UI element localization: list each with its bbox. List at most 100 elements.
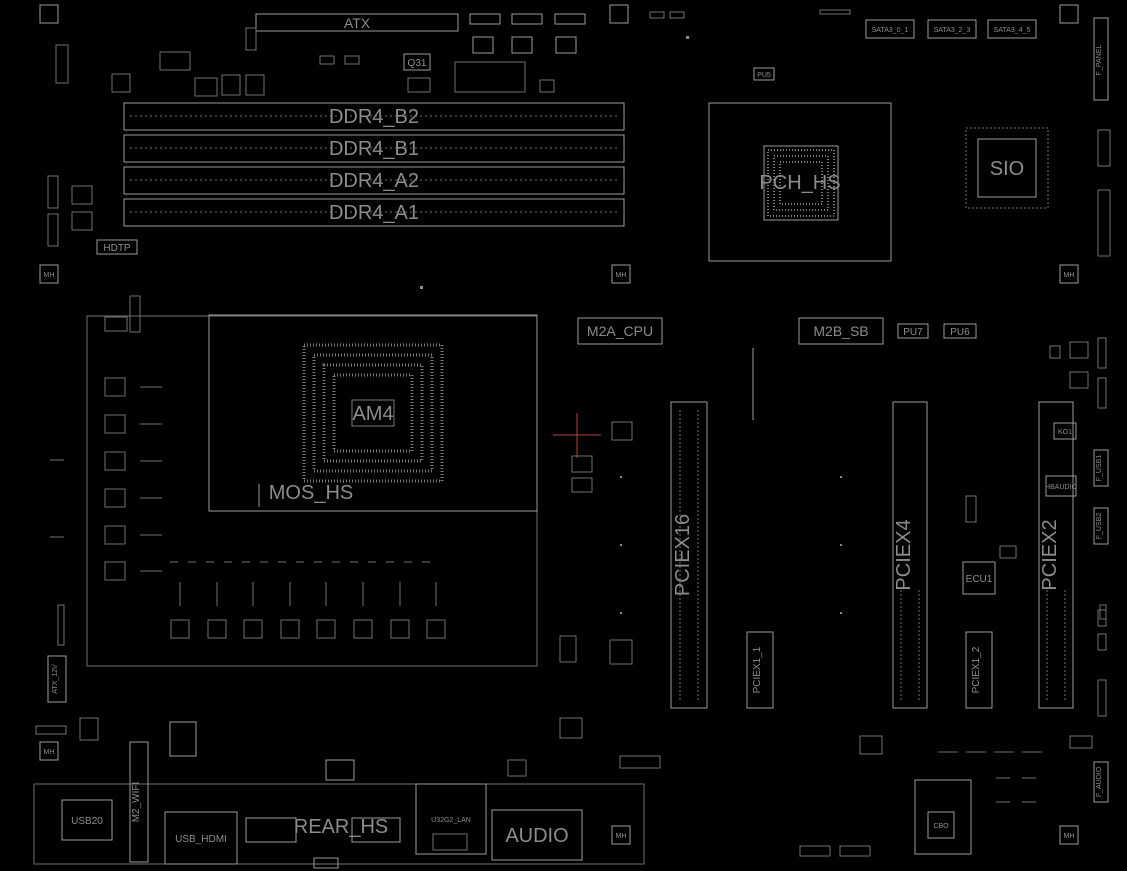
m2b-sb-slot[interactable]: [798, 317, 884, 345]
sata3-4-5-connector[interactable]: [987, 19, 1037, 39]
cbo-region: [914, 779, 972, 855]
mh-label-6: MH: [1064, 833, 1075, 840]
f-panel-connector[interactable]: [1093, 17, 1109, 101]
mounting-hole-mid: [611, 264, 631, 284]
pch-hs-label: PCH_HS: [759, 172, 840, 194]
mounting-hole-l1: [39, 264, 59, 284]
pu6-label: PU6: [950, 327, 970, 338]
usb20-port[interactable]: [61, 799, 113, 841]
vrm-inductors-bottom: [170, 561, 446, 639]
q31-component[interactable]: [403, 53, 431, 71]
m2-wifi-label: M2_WIFI: [131, 782, 142, 823]
pciex2-label: PCIEX2: [1039, 519, 1061, 590]
audio-jacks[interactable]: [491, 809, 583, 861]
audio-label: AUDIO: [505, 825, 568, 847]
usb20-label: USB20: [71, 816, 103, 827]
f-audio-label: F_AUDIO: [1096, 766, 1103, 797]
pciex16-slot[interactable]: [670, 401, 708, 709]
lan-jack: [432, 833, 468, 851]
hdtp-label: HDTP: [103, 243, 131, 254]
mos-heatsink[interactable]: [208, 314, 538, 512]
pu6-component[interactable]: [943, 323, 977, 339]
atx-12v-label: ATX_12V: [52, 664, 59, 694]
atx-connector[interactable]: [255, 13, 459, 32]
left-edge-parts: [35, 175, 141, 741]
mounting-hole-bl: [39, 741, 59, 761]
mosfet-top-1: [472, 36, 494, 54]
rear-port-dp[interactable]: [245, 817, 297, 843]
m2a-cpu-slot[interactable]: [577, 317, 663, 345]
f-audio-header[interactable]: [1093, 761, 1109, 803]
f-usb1-header[interactable]: [1093, 449, 1109, 487]
mounting-hole-top: [609, 4, 629, 24]
pciex4-label: PCIEX4: [893, 519, 915, 590]
ecu1-label: ECU1: [966, 574, 993, 585]
q31-label: Q31: [408, 58, 427, 69]
pu5-label: PU5: [757, 72, 771, 79]
ddr4-slot-a1[interactable]: [123, 198, 625, 227]
mosfet-top-3: [555, 36, 577, 54]
vrm-inductors-left: [104, 316, 162, 581]
sata3-0-1-connector[interactable]: [865, 19, 915, 39]
u32g2-lan-label: U32G2_LAN: [431, 817, 471, 824]
test-points: [420, 36, 842, 614]
pch-chip: [763, 145, 839, 221]
usb-hdmi-label: USB_HDMI: [175, 834, 227, 845]
atx-label: ATX: [344, 15, 371, 31]
ddr4-b1-label: DDR4_B1: [329, 138, 419, 160]
mh-label-1: MH: [44, 272, 55, 279]
cbo-chip[interactable]: [927, 811, 955, 839]
f-usb2-header[interactable]: [1093, 507, 1109, 545]
ko1-component[interactable]: [1053, 422, 1077, 440]
mh-label-4: MH: [44, 749, 55, 756]
hdtp-header[interactable]: [96, 239, 138, 255]
mos-hs-label: MOS_HS: [269, 482, 353, 504]
pu5-component[interactable]: [753, 67, 775, 81]
ddr4-b2-label: DDR4_B2: [329, 106, 419, 128]
m2b-sb-label: M2B_SB: [813, 323, 868, 339]
top-passives: [55, 9, 851, 97]
pciex1-2-label: PCIEX1_2: [971, 646, 982, 693]
mh-label-5: MH: [616, 833, 627, 840]
pch-heatsink[interactable]: [708, 102, 892, 262]
ddr4-a1-label: DDR4_A1: [329, 202, 419, 224]
m2a-cpu-label: M2A_CPU: [587, 323, 653, 339]
header-pins-1: [469, 13, 501, 25]
sio-label: SIO: [990, 158, 1024, 180]
atx-12v-connector[interactable]: [47, 655, 67, 703]
rear-hs-label: REAR_HS: [294, 816, 388, 838]
ecu1-chip[interactable]: [962, 561, 996, 595]
bottom-right-parts: [507, 421, 1107, 857]
cbo-label: CBO: [933, 823, 949, 830]
hbaudio-chip[interactable]: [1045, 475, 1077, 497]
sio-chip[interactable]: [977, 138, 1037, 198]
ddr4-slot-b2[interactable]: [123, 102, 625, 131]
f-usb2-label: F_USB2: [1096, 513, 1103, 540]
pciex4-slot[interactable]: [892, 401, 928, 709]
rear-edge-tab: [313, 857, 339, 869]
f-panel-label: F_PANEL: [1096, 45, 1103, 76]
pciex16-label: PCIEX16: [672, 514, 694, 596]
mh-label-2: MH: [616, 272, 627, 279]
sata3-2-3-label: SATA3_2_3: [934, 27, 971, 34]
hbaudio-label: HBAUDIO: [1045, 484, 1077, 491]
sata3-2-3-connector[interactable]: [927, 19, 977, 39]
usb-hdmi-port[interactable]: [164, 811, 238, 865]
pciex1-1-slot[interactable]: [746, 631, 774, 709]
am4-socket[interactable]: [302, 343, 444, 483]
ddr4-slot-b1[interactable]: [123, 134, 625, 163]
pu7-component[interactable]: [897, 323, 929, 339]
pciex1-2-slot[interactable]: [965, 631, 993, 709]
rear-port-vga[interactable]: [351, 817, 401, 843]
right-edge-headers: [1049, 129, 1111, 717]
u32g2-lan-port[interactable]: [415, 783, 487, 855]
mosfet-top-2: [511, 36, 533, 54]
ddr4-a2-label: DDR4_A2: [329, 170, 419, 192]
ddr4-slot-a2[interactable]: [123, 166, 625, 195]
mounting-hole-br: [1059, 825, 1079, 845]
m2-wifi-slot[interactable]: [129, 741, 149, 863]
mounting-hole-r1: [1059, 264, 1079, 284]
pciex2-slot[interactable]: [1038, 401, 1074, 709]
sata3-4-5-label: SATA3_4_5: [994, 27, 1031, 34]
